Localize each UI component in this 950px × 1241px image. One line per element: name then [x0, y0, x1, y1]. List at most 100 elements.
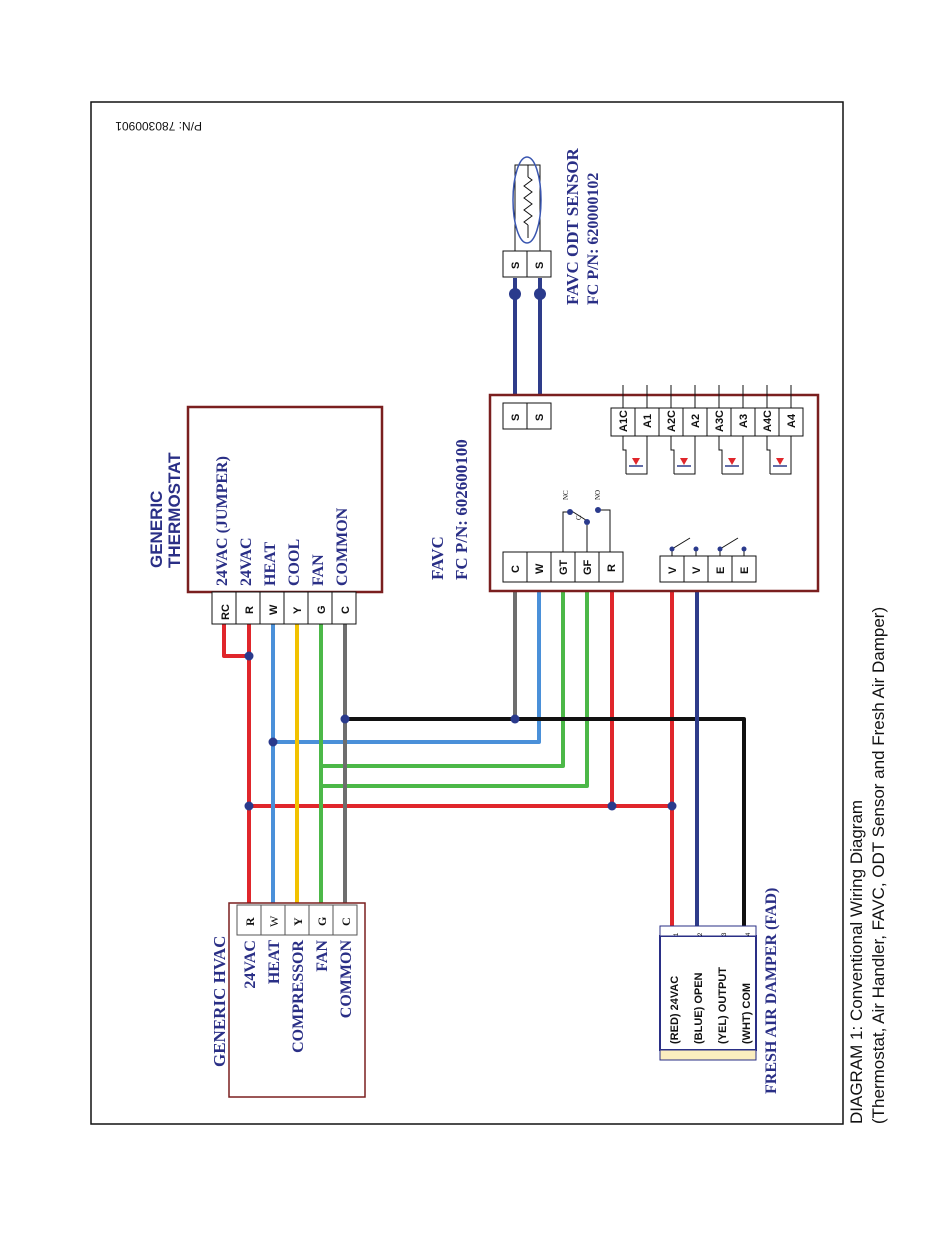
wire-rc-jumper — [222, 624, 249, 658]
tstat-fn-w: HEAT — [262, 542, 279, 586]
favc-box — [488, 393, 820, 593]
tstat-fn-g: FAN — [310, 554, 327, 586]
favc-term-a1c: A1C — [618, 410, 630, 432]
node-gray — [340, 714, 350, 724]
hvac-fn-y: COMPRESSOR — [290, 940, 307, 1053]
fad-title: FRESH AIR DAMPER (FAD) — [763, 888, 780, 1094]
favc-term-gt: GT — [558, 559, 570, 575]
hvac-block: R W Y G C 24VAC HEAT COMPRESSOR FAN COMM… — [210, 902, 366, 1098]
favc-relay-nc: NC — [562, 490, 570, 500]
wire-green-gt — [321, 591, 565, 768]
favc-title: FAVC — [428, 536, 447, 580]
odt-term-s1: S — [510, 262, 522, 269]
odt-title: FAVC ODT SENSOR — [563, 147, 582, 305]
fad-wire-1: (RED) 24VAC — [669, 976, 681, 1044]
tstat-term-g: G — [316, 605, 328, 614]
thermostat-block: GENERIC THERMOSTAT 24VAC (JUMPER) 24VAC … — [147, 405, 384, 625]
hvac-term-r: R — [243, 917, 257, 926]
caption-line-1: DIAGRAM 1: Conventional Wiring Diagram — [847, 800, 866, 1124]
tstat-fn-y: COOL — [286, 539, 303, 586]
hvac-term-g: G — [315, 917, 329, 926]
fad-pin-4: 4 — [746, 932, 752, 936]
favc-term-gf: GF — [582, 559, 594, 575]
fad-wire-3: (YEL) OUTPUT — [717, 967, 729, 1044]
part-number: P/N: 780300901 — [115, 119, 202, 133]
tstat-term-rc: RC — [220, 604, 232, 620]
odt-sensor-block: S S FAVC ODT SENSOR FC P/N: 620000102 — [502, 147, 602, 305]
wire-black-common — [345, 717, 746, 926]
favc-term-e1: E — [715, 567, 727, 574]
favc-relay-no: NO — [594, 490, 602, 500]
hvac-term-c: C — [339, 917, 353, 926]
tstat-fn-r: 24VAC — [238, 537, 255, 586]
favc-term-c: C — [510, 565, 522, 573]
hvac-fn-c: COMMON — [338, 940, 355, 1019]
favc-term-a3: A3 — [738, 414, 750, 428]
node-red-favc — [607, 801, 617, 811]
outer-frame — [90, 101, 844, 1125]
favc-term-s1: S — [510, 414, 522, 421]
odt-resistor — [514, 164, 541, 251]
favc-term-r: R — [606, 564, 618, 572]
hvac-box — [228, 902, 366, 1098]
fad-block: 1 2 3 4 (RED) 24VAC (BLUE) OPEN (YEL) OU… — [659, 888, 780, 1094]
favc-term-a3c: A3C — [714, 410, 726, 432]
hvac-terminals — [236, 904, 358, 936]
fad-connector — [659, 925, 757, 937]
tstat-fn-rc: 24VAC (JUMPER) — [214, 456, 231, 586]
fad-base — [659, 1049, 757, 1061]
favc-a-leads — [622, 385, 792, 408]
tstat-term-c: C — [340, 606, 352, 614]
node-blue — [268, 737, 278, 747]
odt-term-s2: S — [534, 262, 546, 269]
node-red-v — [667, 801, 677, 811]
hvac-fn-g: FAN — [314, 940, 331, 972]
favc-relay-c: C — [575, 515, 583, 520]
favc-term-v2: V — [691, 566, 703, 574]
favc-term-s2: S — [534, 414, 546, 421]
favc-term-v1: V — [667, 566, 679, 574]
favc-term-a4c: A4C — [762, 410, 774, 432]
favc-optocouplers — [622, 436, 792, 475]
node-gray-favc — [510, 714, 520, 724]
hvac-title: GENERIC HVAC — [210, 936, 229, 1067]
favc-term-w: W — [534, 563, 546, 574]
fad-pin-2: 2 — [698, 932, 704, 936]
favc-relay — [562, 507, 611, 552]
wire-blue-bus — [273, 591, 541, 744]
node-red-left — [244, 801, 254, 811]
favc-term-a2c: A2C — [666, 410, 678, 432]
thermostat-terminals — [211, 591, 357, 625]
odt-sensor-outline — [512, 156, 542, 244]
fad-wire-2: (BLUE) OPEN — [693, 972, 705, 1044]
node-r-jumper — [244, 651, 254, 661]
fad-body — [659, 935, 757, 1051]
favc-term-a2: A2 — [690, 414, 702, 428]
caption-line-2: (Thermostat, Air Handler, FAVC, ODT Sens… — [869, 607, 888, 1124]
tstat-term-y: Y — [292, 606, 304, 614]
favc-opto-marks — [632, 458, 784, 465]
hvac-fn-w: HEAT — [266, 940, 283, 984]
thermostat-title-1: GENERIC — [147, 491, 166, 568]
favc-part: FC P/N: 602600100 — [452, 439, 471, 580]
favc-term-a4: A4 — [786, 413, 798, 428]
fad-pin-1: 1 — [674, 932, 680, 936]
junction-nodes — [244, 288, 677, 811]
hvac-fn-r: 24VAC — [242, 940, 259, 989]
tstat-term-r: R — [244, 606, 256, 614]
odt-part: FC P/N: 620000102 — [585, 173, 602, 305]
favc-term-e2: E — [739, 567, 751, 574]
favc-switches — [669, 537, 747, 556]
favc-block: FAVC FC P/N: 602600100 C W GT GF R NC C … — [428, 385, 820, 593]
hvac-term-w: W — [267, 915, 281, 927]
fad-pin-3: 3 — [722, 932, 728, 936]
fad-wire-4: (WHT) COM — [741, 983, 753, 1044]
tstat-term-w: W — [268, 604, 280, 615]
wire-green-gf — [321, 591, 589, 788]
node-odt-1 — [509, 288, 521, 300]
tstat-fn-c: COMMON — [334, 507, 351, 586]
hvac-term-y: Y — [291, 917, 305, 926]
favc-term-a1: A1 — [642, 414, 654, 428]
thermostat-title-2: THERMOSTAT — [165, 452, 184, 568]
